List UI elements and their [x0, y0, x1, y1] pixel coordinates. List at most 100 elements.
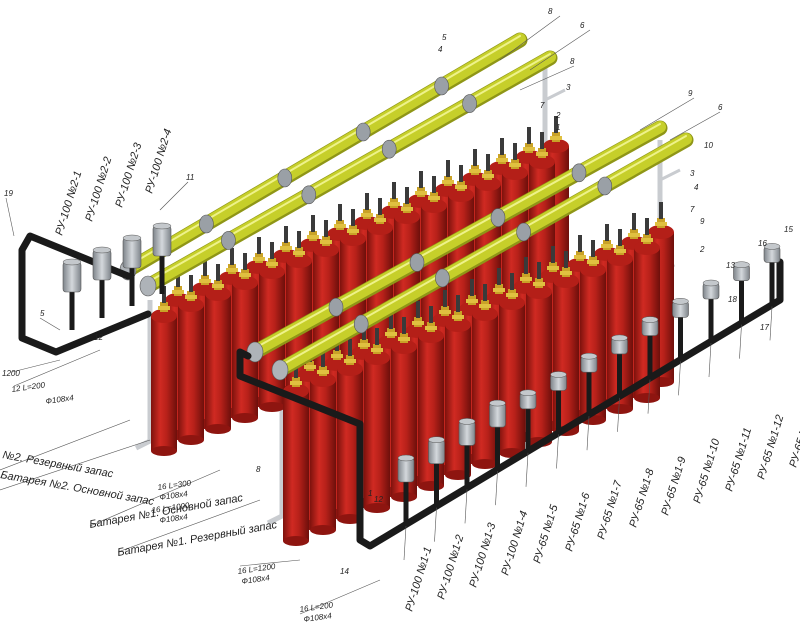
cylinder-collar: [307, 235, 319, 239]
cylinder-collar: [425, 326, 437, 330]
cylinder-dome: [151, 309, 177, 323]
cylinder-dome: [394, 210, 420, 224]
cylinder-collar: [479, 304, 491, 308]
cylinder-riser: [311, 215, 315, 232]
distribution-valve-1-2: [428, 439, 445, 465]
cylinder-dome: [607, 252, 633, 266]
cylinder-riser: [324, 220, 328, 237]
cylinder-collar: [293, 251, 305, 255]
callout-1: 6: [580, 21, 585, 30]
callout-0: 8: [548, 7, 553, 16]
cylinder-riser: [389, 312, 393, 329]
cylinder-riser: [216, 264, 220, 281]
cylinder-riser: [443, 290, 447, 307]
cylinder-dome: [499, 296, 525, 310]
leader-15: [5, 197, 15, 237]
cylinder-base: [310, 525, 336, 535]
battery-labels: №2. Резервный запас Батарея №2. Основной…: [0, 449, 278, 559]
cylinder-dome: [529, 155, 555, 169]
cylinder-riser: [432, 176, 436, 193]
cylinder-collar: [398, 337, 410, 341]
cylinder-riser: [162, 286, 166, 303]
leader-0: [0, 419, 131, 471]
manifold-coupling: [328, 297, 344, 317]
cylinder-body: [178, 305, 204, 440]
callout-4: 8: [570, 57, 575, 66]
cylinder-collar: [442, 180, 454, 184]
valve-top: [428, 436, 445, 443]
cylinder-base: [151, 446, 177, 456]
battery1-reserve-label: Батарея №1. Резервный запас: [116, 519, 278, 559]
battery-1-cylinder-1-0: [283, 361, 309, 546]
leader-valve-1-9: [647, 379, 651, 414]
leader-9: [529, 29, 591, 71]
cylinder-dome: [526, 285, 552, 299]
cylinder-riser: [257, 237, 261, 254]
cylinder-collar: [199, 279, 211, 283]
cylinder-collar: [374, 218, 386, 222]
cylinder-collar: [334, 224, 346, 228]
cylinder-dome: [178, 298, 204, 312]
callout-16: 9: [700, 217, 705, 226]
leader-valve-1-4: [495, 471, 498, 506]
cylinder-riser: [243, 253, 247, 270]
cylinder-riser: [365, 193, 369, 210]
valve-label-2-1: РУ-100 №2-1: [53, 170, 84, 237]
cylinder-riser: [446, 160, 450, 177]
manifold-highlight: [254, 123, 661, 349]
battery-1-cylinder-1-8: [499, 273, 525, 458]
cylinder-collar: [290, 381, 302, 385]
cylinder-collar: [158, 306, 170, 310]
callout-25: 16: [758, 239, 767, 248]
manifold-coupling: [435, 268, 450, 288]
cylinder-bank-battery-1: [283, 202, 674, 546]
callout-13: 4: [694, 183, 699, 192]
cylinder-base: [634, 393, 660, 403]
pipe-note-mid3: 16 L=1200: [237, 562, 276, 576]
frame-brace: [544, 88, 566, 102]
callout-2: 5: [442, 33, 447, 42]
cylinder-collar: [226, 268, 238, 272]
cylinder-riser: [402, 317, 406, 334]
cylinder-collar: [455, 185, 467, 189]
callout-19: 8: [256, 465, 261, 474]
battery-2-cylinder-1-0: [151, 286, 177, 456]
cylinder-collar: [536, 152, 548, 156]
pipe-note-mid1-d: Ф108х4: [159, 489, 189, 502]
leader-7: [11, 359, 61, 373]
callout-3: 4: [438, 45, 443, 54]
cylinder-base: [472, 459, 498, 469]
cylinder-collar: [628, 233, 640, 237]
valve-top: [458, 418, 476, 425]
cylinder-dome: [340, 232, 366, 246]
battery-1-cylinder-1-1: [310, 350, 336, 535]
battery-2-cylinder-1-3: [232, 253, 258, 423]
valve-label-2-3: РУ-100 №2-3: [113, 141, 144, 209]
callout-27: 18: [728, 295, 737, 304]
cylinder-riser: [591, 240, 595, 257]
leader-3: [117, 499, 261, 553]
leader-valve-1-1: [403, 525, 407, 561]
cylinder-base: [232, 413, 258, 423]
pipe-note-left-lower: 12 L=200: [11, 380, 46, 394]
cylinder-body: [283, 391, 309, 541]
frame-brace: [659, 168, 681, 182]
valve-top: [519, 389, 537, 397]
valve-label-2-4: РУ-100 №2-4: [143, 128, 174, 195]
callout-17: 5: [40, 309, 45, 318]
cylinder-dome: [367, 221, 393, 235]
cylinder-base: [259, 402, 285, 412]
cylinder-dome: [364, 351, 390, 365]
manifold-highlight: [279, 135, 687, 367]
cylinder-dome: [337, 362, 363, 376]
distribution-valve-2-2: [92, 249, 112, 281]
valve-label-1-4: РУ-100 №1-4: [499, 510, 530, 577]
callout-22: 13: [726, 261, 735, 270]
cylinder-collar: [388, 202, 400, 206]
valve-label-2-2: РУ-100 №2-2: [83, 156, 114, 223]
cylinder-collar: [506, 293, 518, 297]
cylinder-body: [472, 314, 498, 464]
manifold-coupling: [221, 231, 236, 250]
manifold-coupling: [462, 94, 477, 113]
cylinder-collar: [317, 370, 329, 374]
